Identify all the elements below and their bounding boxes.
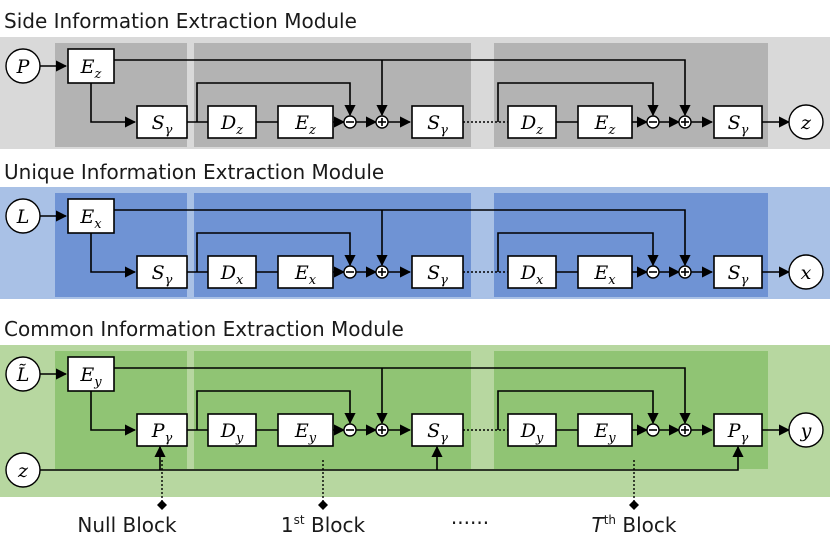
module-title: Side Information Extraction Module (4, 9, 357, 33)
encoder-skip-line (114, 367, 691, 425)
blockT-decoder-box (507, 255, 557, 289)
block1-encoder-box (277, 413, 334, 447)
block1-skip-line (196, 82, 356, 122)
null-block-label: Null Block (77, 513, 177, 537)
last-block-pointer-diamond (629, 500, 639, 510)
encoder-skip-line (114, 209, 691, 267)
blockT-skip-line (497, 390, 659, 430)
last-op-box (713, 105, 763, 139)
blockT-decoder-box (507, 105, 557, 139)
blockT-encoder-box-label: Ey (593, 420, 616, 446)
last-op-box-label: Pγ (727, 420, 749, 446)
blockT-decoder-box-label: Dx (520, 262, 544, 288)
first-op-box (136, 413, 188, 447)
last-op-box-label: Sγ (728, 112, 749, 138)
blockT-skip-line (497, 232, 659, 272)
encoder-box (67, 356, 115, 392)
blockT-decoder-box-label: Dz (520, 112, 543, 138)
null-block-pointer-diamond (157, 500, 167, 510)
encoder-skip-line (114, 59, 691, 117)
mid-op-box-label: Sγ (427, 112, 448, 138)
block1-skip-line (196, 390, 356, 430)
module-title: Unique Information Extraction Module (4, 160, 384, 184)
last-op-box (713, 413, 763, 447)
last-op-box (713, 255, 763, 289)
encoder-to-first-op (90, 391, 137, 436)
encoder-box-label: Ey (79, 364, 102, 390)
block1-decoder-box-label: Dy (220, 420, 244, 446)
block1-encoder-box-label: Ey (294, 420, 317, 446)
block-labels: Null Block 1st Block ······ Tth Block (77, 460, 677, 537)
input-node-label: L̃ (16, 364, 30, 386)
output-node (788, 254, 824, 290)
block1-encoder-box (277, 105, 334, 139)
block1-decoder-box (207, 413, 257, 447)
first-op-box-label: Sγ (152, 112, 173, 138)
block1-decoder-box-label: Dz (220, 112, 243, 138)
block1-skip-line (196, 232, 356, 272)
output-node-label: z (800, 112, 812, 134)
blockT-skip-line (497, 82, 659, 122)
last-block-region (494, 351, 768, 469)
input-node-label: P (16, 56, 31, 78)
last-op-box-label: Sγ (728, 262, 749, 288)
first-op-box (136, 255, 188, 289)
output-node (788, 412, 824, 448)
module-title: Common Information Extraction Module (4, 317, 404, 341)
block1-decoder-box (207, 105, 257, 139)
first-block-pointer-diamond (318, 500, 328, 510)
block1-encoder-box-label: Ex (294, 262, 317, 288)
encoder-to-first-op (90, 233, 137, 278)
blockT-encoder-box-label: Ex (593, 262, 616, 288)
first-op-box (136, 105, 188, 139)
encoder-to-first-op (90, 83, 137, 128)
output-node-label: y (800, 420, 812, 442)
first-op-box-label: Sγ (152, 262, 173, 288)
block1-decoder-box-label: Dx (220, 262, 244, 288)
mid-op-box-label: Sγ (427, 262, 448, 288)
input-node-label: L (16, 206, 30, 228)
blockT-decoder-box-label: Dy (520, 420, 544, 446)
encoder-box-label: Ex (79, 206, 102, 232)
first-block-label: 1st Block (281, 513, 366, 537)
blockT-encoder-box-label: Ez (594, 112, 616, 138)
mid-op-box (411, 255, 464, 289)
output-node-label: x (801, 262, 812, 284)
block1-decoder-box (207, 255, 257, 289)
ellipsis-label: ······ (451, 511, 489, 535)
output-node (788, 104, 824, 140)
first-block-region (194, 351, 471, 469)
first-op-box-label: Pγ (151, 420, 173, 446)
side-input-line (40, 445, 744, 471)
encoder-box-label: Ez (80, 56, 102, 82)
mid-op-box (411, 105, 464, 139)
mid-op-box-label: Sγ (427, 420, 448, 446)
blockT-encoder-box (577, 105, 633, 139)
last-block-label: Tth Block (592, 513, 677, 537)
side-input-node-label: z (17, 460, 29, 482)
block1-encoder-box-label: Ez (294, 112, 316, 138)
